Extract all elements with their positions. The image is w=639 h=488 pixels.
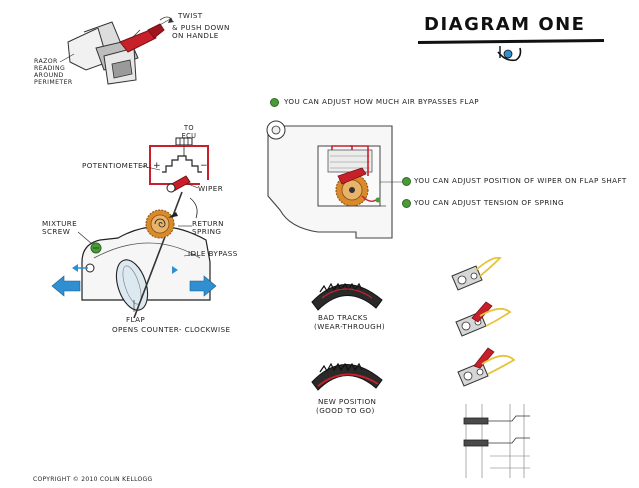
new-position-label: NEW POSITION bbox=[318, 397, 377, 406]
adjust-wiper-bullet bbox=[402, 177, 411, 186]
rotation-arrow bbox=[168, 212, 178, 218]
flap-label: FLAP bbox=[126, 315, 146, 324]
wear-through-label: (WEAR-THROUGH) bbox=[314, 322, 386, 331]
return-spring-label: RETURN SPRING bbox=[192, 219, 224, 236]
bad-tracks-illustration bbox=[311, 282, 383, 311]
adjust-air-label: YOU CAN ADJUST HOW MUCH AIR BYPASSES FLA… bbox=[284, 97, 479, 106]
bad-tracks-label: BAD TRACKS bbox=[318, 313, 368, 322]
airflow-arrow-left bbox=[51, 275, 81, 297]
razor-tool-illustration bbox=[67, 16, 174, 85]
flap-meter-housing bbox=[266, 120, 393, 239]
mixture-leader bbox=[77, 231, 93, 245]
wiper-label: WIPER bbox=[198, 184, 224, 193]
twist-leader-line bbox=[157, 17, 173, 27]
page-title: DIAGRAM ONE bbox=[424, 14, 586, 35]
potentiometer-schematic: + − bbox=[149, 137, 209, 193]
flap-shaft bbox=[133, 191, 183, 319]
potentiometer-label: POTENTIOMETER bbox=[82, 161, 149, 170]
airflow-arrow-right bbox=[189, 275, 217, 297]
copyright-note: COPYRIGHT © 2010 COLIN KELLOGG bbox=[33, 476, 153, 483]
wiper-leader bbox=[187, 183, 199, 189]
good-to-go-label: (GOOD TO GO) bbox=[316, 406, 375, 415]
bypass-arrow-right bbox=[172, 266, 178, 274]
potentiometer-leader bbox=[141, 165, 161, 171]
to-ecu-label: TO ECU bbox=[181, 124, 197, 140]
track-contact-detail bbox=[463, 404, 530, 478]
opens-counter-clockwise-label: OPENS COUNTER- CLOCKWISE bbox=[112, 325, 231, 334]
mixture-screw-label: MIXTURE SCREW bbox=[42, 219, 78, 236]
razor-reading-label: RAZOR READING AROUND PERIMETER bbox=[34, 58, 73, 86]
return-spring-gear bbox=[145, 209, 175, 239]
new-position-illustration bbox=[311, 362, 383, 391]
push-down-label: & PUSH DOWN ON HANDLE bbox=[172, 23, 230, 40]
razor-leader-line bbox=[59, 53, 75, 63]
title-logo-mark bbox=[497, 46, 522, 62]
adjust-spring-bullet bbox=[402, 199, 411, 208]
wiper-step-one bbox=[451, 256, 502, 291]
twist-label: TWIST bbox=[178, 11, 203, 20]
mixture-screw bbox=[90, 242, 102, 254]
air-flow-meter-body bbox=[81, 225, 211, 311]
svg-text:+: + bbox=[153, 161, 161, 171]
svg-text:−: − bbox=[200, 161, 208, 171]
adjust-spring-label: YOU CAN ADJUST TENSION OF SPRING bbox=[414, 198, 565, 207]
idle-bypass-label: IDLE BYPASS bbox=[188, 249, 238, 258]
wiper-step-three bbox=[457, 347, 516, 387]
idle-bypass-leader bbox=[183, 253, 197, 257]
wiper-step-two bbox=[455, 301, 512, 337]
adjust-air-bullet bbox=[270, 98, 279, 107]
adjust-wiper-label: YOU CAN ADJUST POSITION OF WIPER ON FLAP… bbox=[414, 176, 627, 185]
